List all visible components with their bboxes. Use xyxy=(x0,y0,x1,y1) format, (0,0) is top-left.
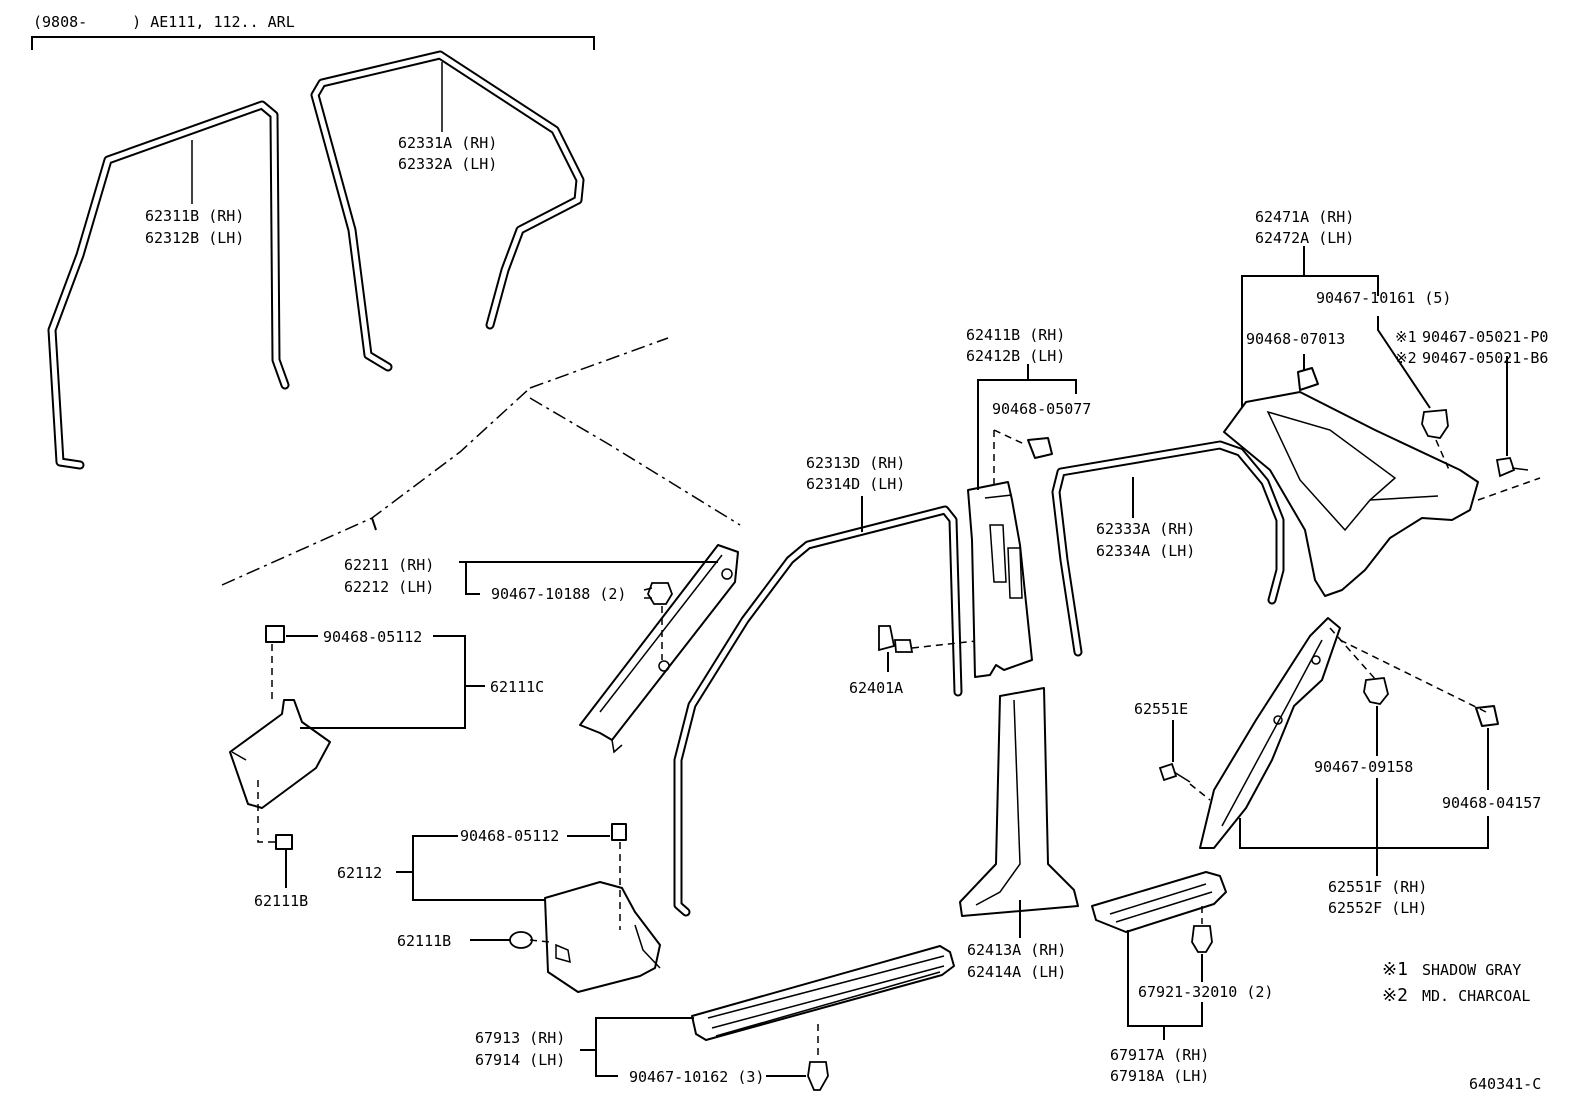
label-62411B: 62411B (RH) xyxy=(966,326,1065,344)
label-90467-10161: 90467-10161 (5) xyxy=(1316,289,1451,307)
cowl-side-trim-front xyxy=(229,625,331,850)
front-scuff-plate xyxy=(691,945,955,1041)
center-pillar-upper-garnish xyxy=(967,437,1053,678)
model-range-label: (9808- ) AE111, 112.. ARL xyxy=(33,13,295,31)
label-62313D: 62313D (RH) xyxy=(806,454,905,472)
label-90467-05021-B6: 90467-05021-B6 xyxy=(1422,349,1548,367)
label-62331A: 62331A (RH) xyxy=(398,134,497,152)
label-62551F: 62551F (RH) xyxy=(1328,878,1427,896)
header-bracket xyxy=(31,36,595,50)
label-62311B: 62311B (RH) xyxy=(145,207,244,225)
label-67918A: 67918A (LH) xyxy=(1110,1067,1209,1085)
roof-side-inner-garnish xyxy=(1223,367,1479,597)
label-90468-05112-a: 90468-05112 xyxy=(323,628,422,646)
cowl-side-trim-rear xyxy=(509,823,661,993)
label-62212: 62212 (LH) xyxy=(344,578,434,596)
front-pillar-garnish xyxy=(579,544,739,754)
label-90468-04157: 90468-04157 xyxy=(1442,794,1541,812)
quarter-opening-weatherstrip xyxy=(1051,440,1285,657)
legend-color-1: SHADOW GRAY xyxy=(1422,961,1521,979)
center-pillar-lower-garnish xyxy=(959,687,1079,917)
label-90468-05077: 90468-05077 xyxy=(992,400,1091,418)
label-62312B: 62312B (LH) xyxy=(145,229,244,247)
clip-90467-05021 xyxy=(1495,456,1529,478)
clip-90467-09158 xyxy=(1363,677,1389,705)
label-62552F: 62552F (LH) xyxy=(1328,899,1427,917)
body-outline-reference xyxy=(221,337,741,586)
diagram-code: 640341-C xyxy=(1469,1075,1541,1093)
rear-door-opening-weatherstrip xyxy=(47,100,290,470)
label-90468-07013: 90468-07013 xyxy=(1246,330,1345,348)
legend-color-2: MD. CHARCOAL xyxy=(1422,987,1530,1005)
label-62334A: 62334A (LH) xyxy=(1096,542,1195,560)
screw-grommet-62401A xyxy=(878,625,914,653)
label-62471A: 62471A (RH) xyxy=(1255,208,1354,226)
label-90467-10162: 90467-10162 (3) xyxy=(629,1068,764,1086)
clip-67921-32010 xyxy=(1191,925,1213,953)
quarter-trim-lower xyxy=(1199,617,1499,849)
label-62412B: 62412B (LH) xyxy=(966,347,1065,365)
label-62332A: 62332A (LH) xyxy=(398,155,497,173)
screw-62551E xyxy=(1158,762,1191,783)
label-90468-05112-b: 90468-05112 xyxy=(460,827,559,845)
label-67917A: 67917A (RH) xyxy=(1110,1046,1209,1064)
label-62414A: 62414A (LH) xyxy=(967,963,1066,981)
label-62112: 62112 xyxy=(337,864,382,882)
mark-2-b: ※2 xyxy=(1382,985,1408,1006)
clip-90467-10188 xyxy=(643,582,673,605)
clip-90467-10162 xyxy=(807,1061,829,1091)
label-67921-32010: 67921-32010 (2) xyxy=(1138,983,1273,1001)
label-62413A: 62413A (RH) xyxy=(967,941,1066,959)
label-90467-05021-P0: 90467-05021-P0 xyxy=(1422,328,1548,346)
label-62333A: 62333A (RH) xyxy=(1096,520,1195,538)
mark-1-a: ※1 xyxy=(1395,328,1417,346)
rear-door-glass-run xyxy=(310,50,585,372)
label-90467-10188: 90467-10188 (2) xyxy=(491,585,626,603)
label-90467-09158: 90467-09158 xyxy=(1314,758,1413,776)
label-62472A: 62472A (LH) xyxy=(1255,229,1354,247)
label-62314D: 62314D (LH) xyxy=(806,475,905,493)
label-62111C: 62111C xyxy=(490,678,544,696)
label-67914: 67914 (LH) xyxy=(475,1051,565,1069)
mark-1-b: ※1 xyxy=(1382,959,1408,980)
label-62551E: 62551E xyxy=(1134,700,1188,718)
label-62111B-b: 62111B xyxy=(397,932,451,950)
label-67913: 67913 (RH) xyxy=(475,1029,565,1047)
front-door-opening-weatherstrip xyxy=(673,505,963,917)
clip-90467-10161 xyxy=(1421,409,1449,439)
mark-2-a: ※2 xyxy=(1395,349,1417,367)
label-62211: 62211 (RH) xyxy=(344,556,434,574)
label-62401A: 62401A xyxy=(849,679,903,697)
rear-scuff-plate xyxy=(1091,871,1227,933)
label-62111B-a: 62111B xyxy=(254,892,308,910)
